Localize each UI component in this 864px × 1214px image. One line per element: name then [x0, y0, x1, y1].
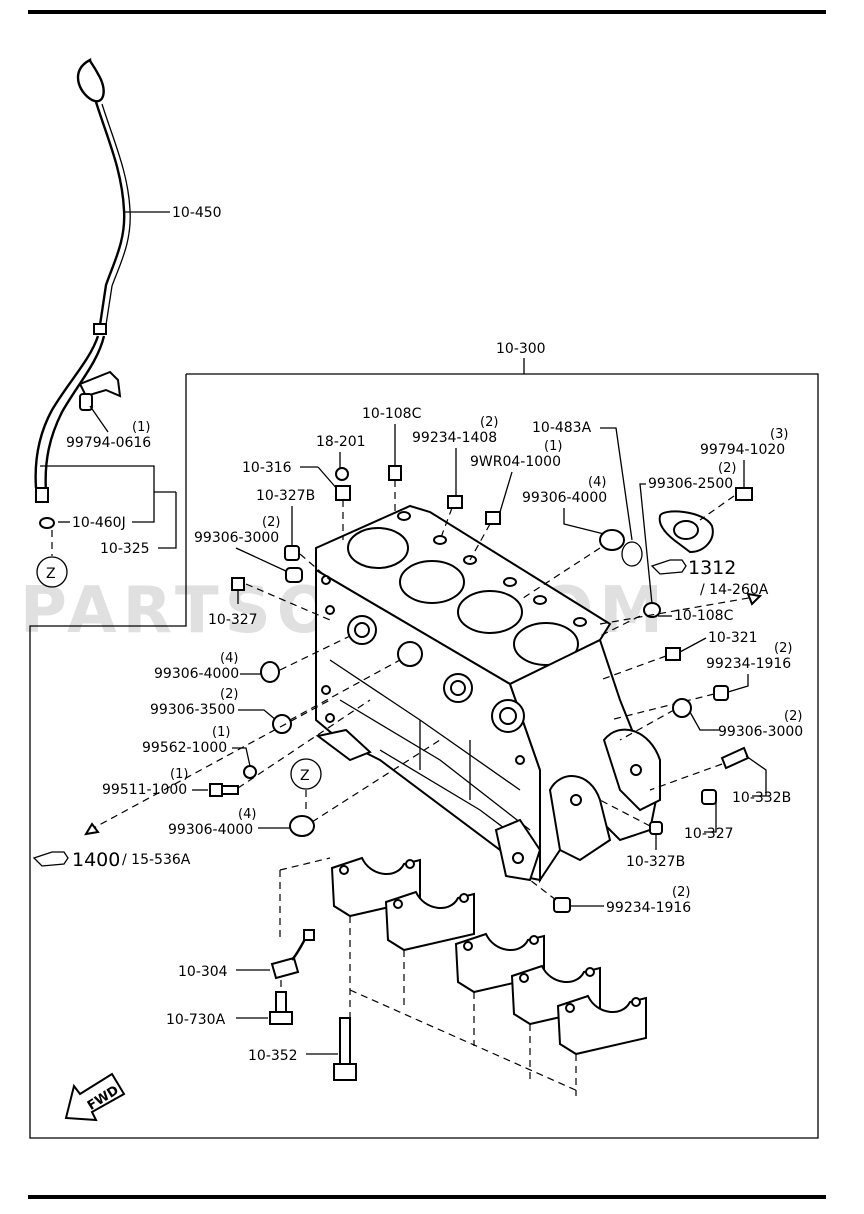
qty-99306-3500: (2)	[220, 687, 238, 702]
cylinder-block	[315, 504, 662, 884]
label-10-108c-right: 10-108C	[674, 608, 734, 624]
label-10-300: 10-300	[496, 341, 546, 357]
label-99306-3000-top: 99306-3000	[194, 530, 279, 546]
qty-99306-4000-left: (4)	[220, 651, 238, 666]
qty-99306-4000-bottom: (4)	[238, 807, 256, 822]
qty-99234-1916-bottom: (2)	[672, 885, 690, 900]
qty-99511-1000: (1)	[170, 767, 188, 782]
oil-jet-10-304	[270, 929, 315, 980]
label-99306-4000-bottom: 99306-4000	[168, 822, 253, 838]
label-99306-3000-right: 99306-3000	[718, 724, 803, 740]
label-99306-4000-top: 99306-4000	[522, 490, 607, 506]
label-10-730a: 10-730A	[166, 1012, 226, 1028]
label-10-327b-bottom: 10-327B	[626, 854, 685, 870]
ref-hand-1312	[650, 559, 687, 575]
assembly-boundary	[29, 373, 819, 1139]
label-10-352: 10-352	[248, 1048, 298, 1064]
label-10-327-right: 10-327	[684, 826, 734, 842]
label-10-327-left: 10-327	[208, 612, 258, 628]
label-ref-1400: 1400	[72, 849, 120, 871]
label-99794-1020: 99794-1020	[700, 442, 785, 458]
bolt-10-730a	[269, 991, 293, 1025]
label-99306-3500: 99306-3500	[150, 702, 235, 718]
label-99234-1916-bottom: 99234-1916	[606, 900, 691, 916]
label-10-316: 10-316	[242, 460, 292, 476]
label-ref-1312: 1312	[688, 557, 736, 579]
label-10-450: 10-450	[172, 205, 222, 221]
qty-99234-1408: (2)	[480, 415, 498, 430]
main-bearing-caps	[330, 856, 647, 1056]
qty-99562-1000: (1)	[212, 725, 230, 740]
qty-9wr04-1000: (1)	[544, 439, 562, 454]
qty-99794-1020: (3)	[770, 427, 788, 442]
ref-hand-1400	[32, 851, 69, 867]
label-99306-4000-left: 99306-4000	[154, 666, 239, 682]
svg-text:Z: Z	[46, 566, 56, 582]
label-18-201: 18-201	[316, 434, 366, 450]
qty-99794-0616: (1)	[132, 420, 150, 435]
label-10-332b: 10-332B	[732, 790, 791, 806]
svg-text:Z: Z	[300, 768, 310, 784]
label-10-108c-top: 10-108C	[362, 406, 422, 422]
bolt-10-352	[333, 1017, 357, 1081]
label-10-321: 10-321	[708, 630, 758, 646]
label-99562-1000: 99562-1000	[142, 740, 227, 756]
fwd-arrow-icon: FWD	[64, 1072, 126, 1122]
label-ref-15-536a: / 15-536A	[122, 852, 191, 868]
qty-99306-2500: (2)	[718, 461, 736, 476]
qty-99306-3000-right: (2)	[784, 709, 802, 724]
label-10-304: 10-304	[178, 964, 228, 980]
qty-99234-1916-right: (2)	[774, 641, 792, 656]
label-10-483a: 10-483A	[532, 420, 592, 436]
label-10-327b-top: 10-327B	[256, 488, 315, 504]
qty-99306-3000-top: (2)	[262, 515, 280, 530]
label-99234-1408: 99234-1408	[412, 430, 497, 446]
label-99794-0616: 99794-0616	[66, 435, 151, 451]
label-99306-2500: 99306-2500	[648, 476, 733, 492]
qty-99306-4000-top: (4)	[588, 475, 606, 490]
dipstick-10-450	[34, 58, 131, 529]
label-99511-1000: 99511-1000	[102, 782, 187, 798]
label-10-460j: 10-460J	[72, 515, 126, 531]
label-10-325: 10-325	[100, 541, 150, 557]
z-marker-mid	[290, 758, 322, 790]
z-marker-left	[36, 556, 68, 588]
label-9wr04-1000: 9WR04-1000	[470, 454, 561, 470]
label-99234-1916-right: 99234-1916	[706, 656, 791, 672]
